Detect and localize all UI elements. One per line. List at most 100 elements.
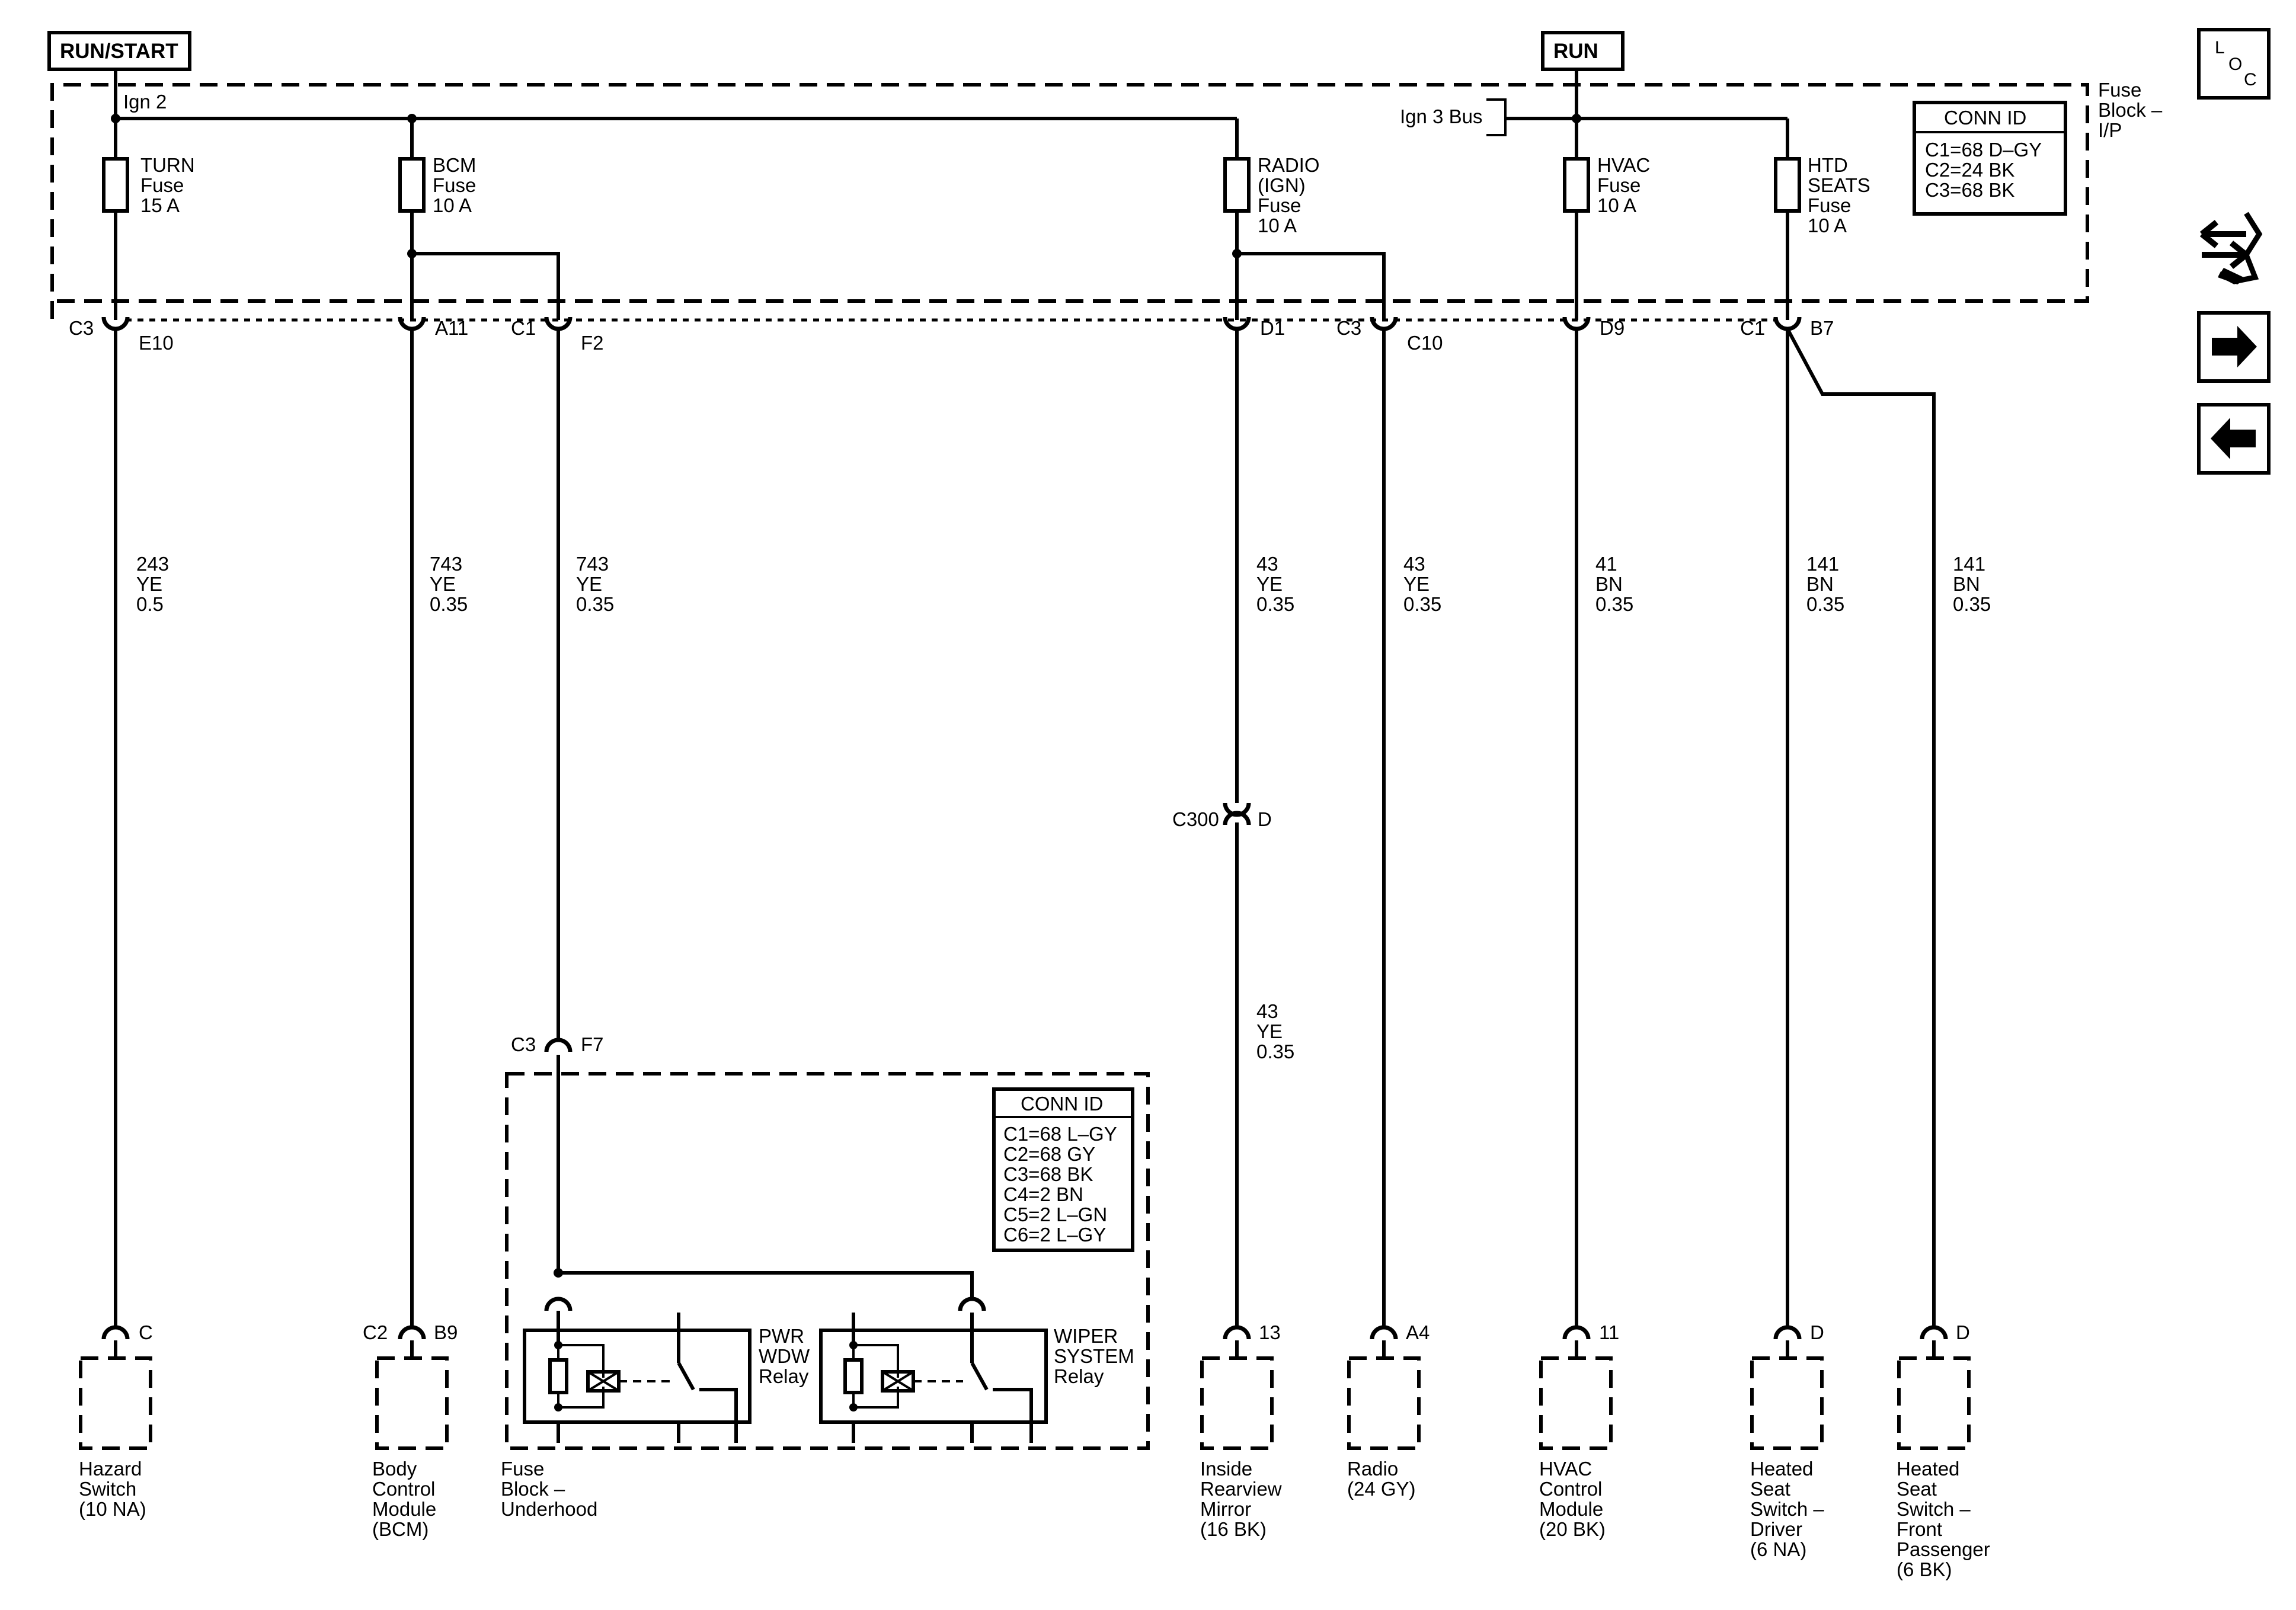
- svg-text:Fuse: Fuse: [1597, 174, 1641, 196]
- svg-text:(6 BK): (6 BK): [1897, 1558, 1952, 1580]
- component-body-control-module: C2 B9 Body Control Module (BCM): [363, 1321, 458, 1540]
- fuse-radio-ign: RADIO (IGN) Fuse 10 A: [1223, 119, 1320, 320]
- relay-wiper-system: WIPER SYSTEM Relay: [819, 1297, 1134, 1443]
- fuse-block-underhood-name: Fuse Block – Underhood: [501, 1458, 597, 1520]
- svg-text:SYSTEM: SYSTEM: [1054, 1345, 1134, 1367]
- svg-text:10 A: 10 A: [1808, 215, 1847, 236]
- svg-text:O: O: [2228, 55, 2242, 74]
- svg-text:(10 NA): (10 NA): [79, 1498, 146, 1520]
- svg-text:Fuse: Fuse: [501, 1458, 544, 1480]
- svg-text:743: 743: [430, 553, 462, 575]
- wire-label-743-bcm: 743 YE 0.35: [430, 553, 468, 615]
- connector-c1-b7: C1 B7: [1740, 316, 1834, 339]
- svg-text:Front: Front: [1897, 1518, 1942, 1540]
- svg-text:Module: Module: [372, 1498, 436, 1520]
- svg-text:D1: D1: [1260, 317, 1285, 339]
- svg-text:C1: C1: [1740, 317, 1765, 339]
- wire-label-41: 41 BN 0.35: [1595, 553, 1633, 615]
- svg-text:E10: E10: [139, 332, 174, 354]
- svg-text:YE: YE: [136, 573, 162, 595]
- connector-c3-c10: C3 C10: [1336, 316, 1443, 354]
- power-run-start: RUN/START: [47, 31, 191, 71]
- svg-text:C1: C1: [511, 317, 536, 339]
- svg-text:Seat: Seat: [1897, 1478, 1937, 1500]
- svg-text:C5=2 L–GN: C5=2 L–GN: [1003, 1204, 1107, 1225]
- svg-text:CONN ID: CONN ID: [1021, 1093, 1103, 1115]
- svg-text:C2: C2: [363, 1321, 388, 1343]
- svg-text:Relay: Relay: [759, 1365, 809, 1387]
- conn-id-table-underhood: CONN ID C1=68 L–GY C2=68 GY C3=68 BK C4=…: [992, 1087, 1134, 1252]
- svg-text:(BCM): (BCM): [372, 1518, 428, 1540]
- svg-text:D: D: [1810, 1321, 1824, 1343]
- previous-page-arrow-icon[interactable]: [2197, 403, 2271, 475]
- svg-text:RADIO: RADIO: [1258, 154, 1320, 176]
- svg-text:BN: BN: [1953, 573, 1980, 595]
- svg-text:YE: YE: [430, 573, 456, 595]
- fuse-htd-seats: HTD SEATS Fuse 10 A: [1774, 119, 1870, 320]
- fuse-block-ip-outline: [50, 83, 2089, 319]
- svg-text:YE: YE: [1256, 1020, 1283, 1042]
- svg-text:43: 43: [1256, 553, 1278, 575]
- svg-text:243: 243: [136, 553, 169, 575]
- svg-text:B7: B7: [1810, 317, 1834, 339]
- svg-text:TURN: TURN: [140, 154, 195, 176]
- svg-text:Heated: Heated: [1750, 1458, 1813, 1480]
- svg-text:CONN ID: CONN ID: [1944, 107, 2026, 129]
- svg-text:C: C: [139, 1321, 153, 1343]
- svg-text:A11: A11: [435, 317, 468, 339]
- svg-text:Fuse: Fuse: [1808, 194, 1851, 216]
- fuse-block-underhood-outline: [505, 1072, 1150, 1450]
- svg-text:WDW: WDW: [759, 1345, 810, 1367]
- ign3-bus-label: Ign 3 Bus: [1400, 105, 1482, 127]
- svg-text:43: 43: [1403, 553, 1425, 575]
- conn-id-table-ip: CONN ID C1=68 D–GY C2=24 BK C3=68 BK: [1913, 101, 2067, 216]
- svg-text:0.35: 0.35: [430, 593, 468, 615]
- svg-text:Seat: Seat: [1750, 1478, 1790, 1500]
- svg-text:C2=68 GY: C2=68 GY: [1003, 1143, 1095, 1165]
- component-inside-rearview-mirror: 13 Inside Rearview Mirror (16 BK): [1200, 1321, 1282, 1540]
- fuse-turn: TURN Fuse 15 A: [102, 119, 195, 320]
- svg-text:0.35: 0.35: [1256, 1041, 1294, 1062]
- svg-text:PWR: PWR: [759, 1325, 804, 1347]
- harness-repair-icon[interactable]: [2199, 212, 2263, 284]
- svg-text:D9: D9: [1600, 317, 1625, 339]
- svg-text:11: 11: [1599, 1321, 1619, 1343]
- svg-text:Driver: Driver: [1750, 1518, 1802, 1540]
- run-start-label: RUN/START: [60, 40, 178, 63]
- next-page-arrow-icon[interactable]: [2197, 311, 2271, 383]
- svg-text:141: 141: [1806, 553, 1839, 575]
- component-hazard-switch: C Hazard Switch (10 NA): [79, 1321, 153, 1520]
- connector-c300: C300 D: [1172, 802, 1272, 830]
- svg-text:43: 43: [1256, 1000, 1278, 1022]
- svg-text:BN: BN: [1595, 573, 1623, 595]
- svg-text:HVAC: HVAC: [1539, 1458, 1592, 1480]
- svg-text:Passenger: Passenger: [1897, 1538, 1990, 1560]
- svg-text:Rearview: Rearview: [1200, 1478, 1282, 1500]
- svg-text:Block –: Block –: [2098, 99, 2163, 121]
- component-radio: A4 Radio (24 GY): [1347, 1321, 1430, 1500]
- wire-label-141-driver: 141 BN 0.35: [1806, 553, 1844, 615]
- svg-text:Radio: Radio: [1347, 1458, 1398, 1480]
- fuse-block-ip-name: Fuse Block – I/P: [2098, 79, 2163, 141]
- fuse-hvac: HVAC Fuse 10 A: [1563, 119, 1650, 320]
- svg-text:B9: B9: [434, 1321, 458, 1343]
- loc-icon[interactable]: L O C: [2197, 28, 2271, 100]
- svg-text:0.35: 0.35: [1806, 593, 1844, 615]
- svg-text:C1=68 D–GY: C1=68 D–GY: [1925, 139, 2042, 161]
- svg-text:C3: C3: [1336, 317, 1361, 339]
- svg-text:Inside: Inside: [1200, 1458, 1252, 1480]
- svg-text:C10: C10: [1407, 332, 1443, 354]
- wire-label-43-mirror: 43 YE 0.35: [1256, 553, 1294, 615]
- svg-text:C300: C300: [1172, 808, 1219, 830]
- svg-text:0.35: 0.35: [1595, 593, 1633, 615]
- svg-text:0.35: 0.35: [1403, 593, 1441, 615]
- svg-text:10 A: 10 A: [433, 194, 472, 216]
- svg-text:WIPER: WIPER: [1054, 1325, 1118, 1347]
- svg-text:HVAC: HVAC: [1597, 154, 1650, 176]
- wire-141-passenger: [1786, 328, 1936, 1327]
- svg-text:YE: YE: [576, 573, 602, 595]
- svg-text:F7: F7: [581, 1033, 604, 1055]
- svg-text:C3=68 BK: C3=68 BK: [1925, 179, 2014, 201]
- svg-text:(16 BK): (16 BK): [1200, 1518, 1267, 1540]
- svg-text:YE: YE: [1403, 573, 1430, 595]
